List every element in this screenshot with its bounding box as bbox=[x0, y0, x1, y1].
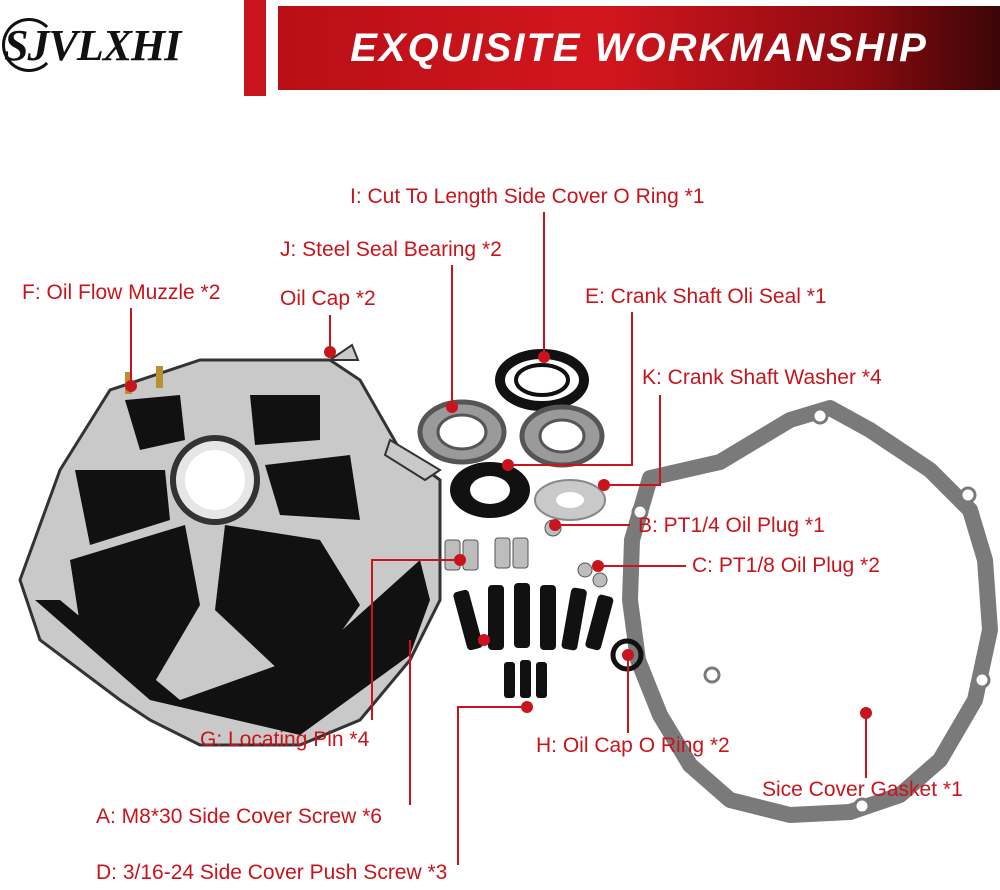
label-a-side-cover-screw: A: M8*30 Side Cover Screw *6 bbox=[96, 805, 382, 828]
label-c-pt18-oil-plug: C: PT1/8 Oil Plug *2 bbox=[692, 554, 880, 577]
label-side-cover-gasket: Sice Cover Gasket *1 bbox=[762, 778, 963, 801]
leader-lines bbox=[130, 212, 867, 865]
label-oil-cap: Oil Cap *2 bbox=[280, 287, 376, 310]
seals-and-bearings bbox=[417, 349, 606, 521]
header-banner: SJVLXHI EXQUISITE WORKMANSHIP bbox=[0, 0, 1000, 96]
label-b-pt14-oil-plug: B: PT1/4 Oil Plug *1 bbox=[638, 514, 825, 537]
brand-logo: SJVLXHI bbox=[0, 0, 238, 96]
small-hardware bbox=[444, 519, 644, 698]
label-j-steel-seal-bearing: J: Steel Seal Bearing *2 bbox=[280, 238, 502, 261]
label-e-crank-shaft-seal: E: Crank Shaft Oli Seal *1 bbox=[585, 285, 827, 308]
title-bar: EXQUISITE WORKMANSHIP bbox=[278, 6, 1000, 90]
label-i-side-cover-o-ring: I: Cut To Length Side Cover O Ring *1 bbox=[350, 185, 705, 208]
side-cover-plate bbox=[18, 343, 442, 747]
brand-name: SJVLXHI bbox=[4, 21, 181, 70]
label-d-push-screw: D: 3/16-24 Side Cover Push Screw *3 bbox=[96, 861, 448, 884]
label-g-locating-pin: G: Locating Pin *4 bbox=[200, 728, 370, 751]
marker-dots bbox=[125, 346, 872, 719]
logo-ring-mark bbox=[2, 18, 56, 72]
label-f-oil-flow-muzzle: F: Oil Flow Muzzle *2 bbox=[22, 281, 221, 304]
label-h-oil-cap-o-ring: H: Oil Cap O Ring *2 bbox=[536, 734, 730, 757]
page-title: EXQUISITE WORKMANSHIP bbox=[350, 26, 928, 70]
side-cover-gasket bbox=[622, 400, 998, 823]
header-divider bbox=[244, 0, 266, 96]
label-k-crank-shaft-washer: K: Crank Shaft Washer *4 bbox=[642, 366, 882, 389]
